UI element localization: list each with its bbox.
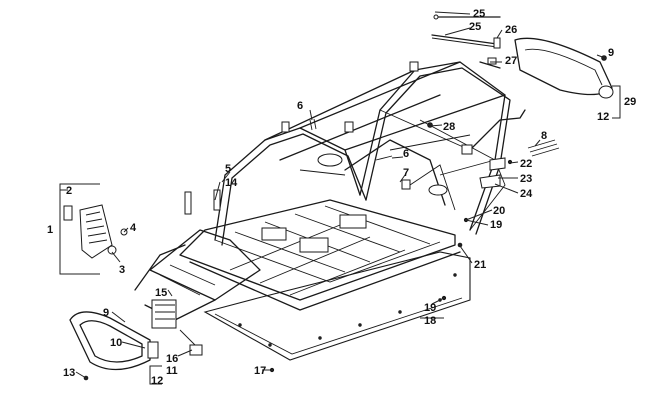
callout-6-mid: 6 [403,148,409,160]
callout-28: 28 [443,121,455,133]
callout-27: 27 [505,55,517,67]
callout-26: 26 [505,24,517,36]
callout-11: 11 [166,365,178,377]
callout-7: 7 [403,167,409,179]
grab-bars [431,14,501,69]
front-frame [134,229,261,356]
callout-16: 16 [166,353,178,365]
callout-12-front: 12 [151,375,163,387]
callout-23: 23 [520,173,532,185]
base-frame [179,199,461,311]
callout-9-front: 9 [103,307,109,319]
callout-17: 17 [254,365,266,377]
callout-12-rear: 12 [597,111,609,123]
callout-24: 24 [520,188,533,200]
callout-14: 14 [225,177,238,189]
callout-18: 18 [424,315,436,327]
front-light-panel [63,204,128,259]
callout-8: 8 [541,130,547,142]
callout-22: 22 [520,158,532,170]
callout-5: 5 [225,163,231,175]
skid-plate [203,251,471,361]
callout-6-left: 6 [297,100,303,112]
callout-4: 4 [130,222,137,234]
front-bumper [69,311,159,381]
callout-15: 15 [155,287,167,299]
callout-1: 1 [47,224,53,236]
callout-labels: 25 25 26 27 9 29 12 6 28 8 6 22 23 24 5 … [47,8,636,387]
callout-20: 20 [493,205,505,217]
callout-3: 3 [119,264,125,276]
callout-2: 2 [66,185,72,197]
callout-21: 21 [474,259,486,271]
callout-19-right: 19 [490,219,502,231]
leader-lines [59,11,621,385]
rear-bumper [514,37,614,99]
callout-13: 13 [63,367,75,379]
callout-29: 29 [624,96,636,108]
callout-25-bar: 25 [469,21,481,33]
callout-25-top: 25 [473,8,485,20]
gas-spring [309,118,560,161]
callout-10: 10 [110,337,122,349]
callout-19-bottom: 19 [424,302,436,314]
callout-9-rear: 9 [608,47,614,59]
